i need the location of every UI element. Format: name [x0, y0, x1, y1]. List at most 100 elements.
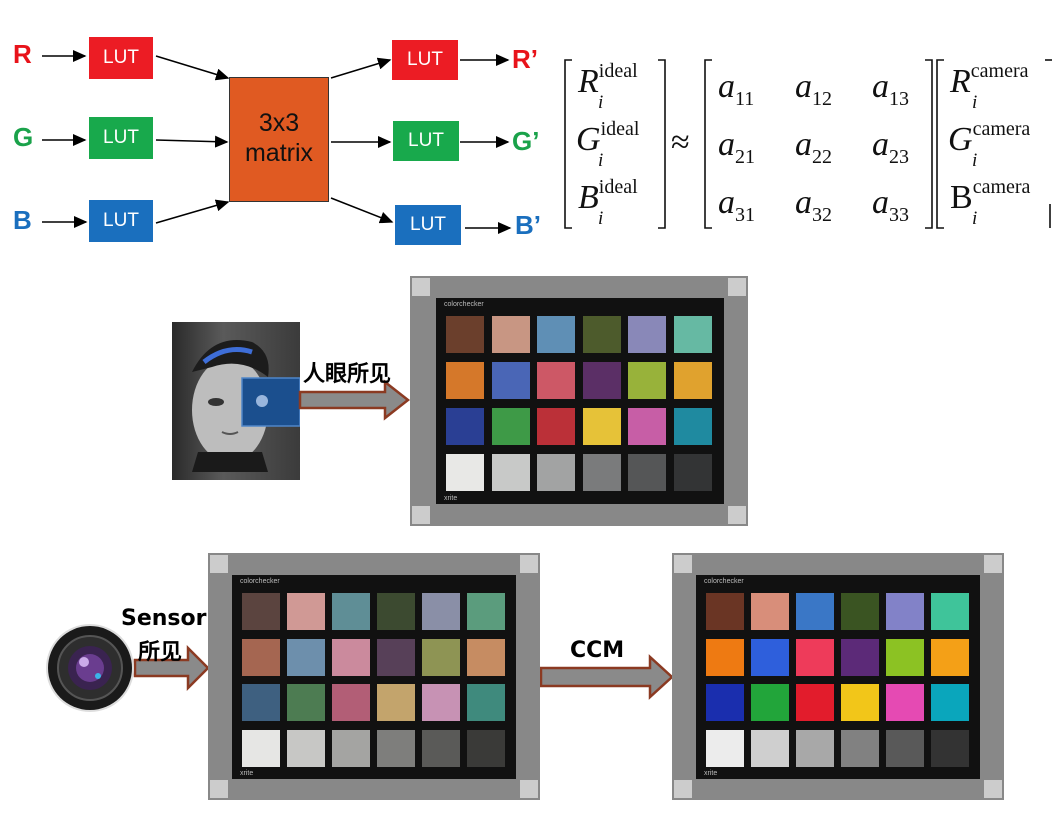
color-patch — [287, 593, 325, 630]
color-patch — [332, 593, 370, 630]
arrow-lut-g-matrix — [155, 135, 229, 148]
color-patch — [491, 316, 530, 353]
color-patch — [377, 638, 415, 676]
coef-a11: a11 — [718, 68, 755, 110]
color-patch — [467, 638, 505, 676]
eq-r-ideal-sub: i — [598, 92, 604, 113]
eq-r-camera: Rcamera — [950, 60, 1029, 100]
color-patch — [242, 593, 280, 630]
human-eye-caption: 人眼所见 — [303, 362, 392, 387]
corner-marker — [984, 555, 1002, 573]
color-patch — [931, 729, 969, 767]
corner-marker — [728, 278, 746, 296]
lut-in-g: LUT — [89, 117, 153, 159]
color-patch — [931, 593, 969, 630]
color-patch — [841, 593, 879, 630]
color-patch — [287, 638, 325, 676]
color-patch — [446, 408, 484, 445]
matrix-label-line2: matrix — [244, 139, 314, 167]
color-patch — [422, 593, 460, 630]
coef-a12: a12 — [795, 68, 832, 110]
color-patch — [467, 593, 505, 630]
color-patch — [332, 729, 370, 767]
checker-board: colorchecker xrite — [436, 298, 724, 504]
color-patch — [674, 362, 712, 399]
output-r-label: R’ — [512, 44, 538, 74]
camera-lens-photo — [46, 624, 134, 712]
color-patch — [751, 638, 789, 676]
arrow-lut-b-matrix — [155, 199, 230, 224]
corner-marker — [520, 555, 538, 573]
color-patch — [796, 593, 834, 630]
color-patch — [886, 593, 924, 630]
coef-a31: a31 — [718, 184, 755, 226]
color-patch — [491, 454, 530, 491]
matrix-block: 3x3 matrix — [229, 77, 329, 202]
lut-in-b: LUT — [89, 200, 153, 242]
color-patch — [422, 638, 460, 676]
color-patch — [886, 638, 924, 676]
eq-b-ideal: Bideal — [578, 176, 638, 216]
checker-brand: colorchecker — [704, 578, 744, 585]
color-patch — [287, 729, 325, 767]
color-patch — [796, 638, 834, 676]
color-patch — [287, 684, 325, 721]
color-patch — [628, 316, 667, 353]
eq-b-camera-sub: i — [972, 208, 978, 229]
color-patch — [446, 454, 484, 491]
input-r-label: R — [13, 39, 32, 69]
eq-g-camera-sub: i — [972, 150, 978, 171]
checker-logo: xrite — [444, 495, 458, 502]
color-patch — [242, 638, 280, 676]
color-patch — [422, 729, 460, 767]
lut-out-r: LUT — [392, 40, 458, 80]
color-patch — [931, 684, 969, 721]
color-patch — [582, 362, 621, 399]
color-patch — [242, 684, 280, 721]
eq-r-ideal: Rideal — [578, 60, 638, 100]
colorchecker-human-eye: colorchecker xrite — [410, 276, 748, 526]
sensor-caption-line1: Sensor — [121, 606, 207, 631]
color-patch — [886, 729, 924, 767]
face-illustration — [192, 340, 300, 472]
eq-g-ideal: Gideal — [576, 118, 640, 158]
corner-marker — [674, 780, 692, 798]
color-patch — [377, 684, 415, 721]
checker-board: colorchecker xrite — [232, 575, 516, 779]
eq-approx: ≈ — [671, 124, 690, 161]
color-patch — [446, 362, 484, 399]
pipeline-arrows — [42, 50, 512, 234]
corner-marker — [984, 780, 1002, 798]
coef-a23: a23 — [872, 126, 909, 168]
color-patch — [796, 729, 834, 767]
color-patch — [841, 684, 879, 721]
colorchecker-sensor: colorchecker xrite — [208, 553, 540, 800]
eq-b-ideal-sub: i — [598, 208, 604, 229]
color-patch — [467, 729, 505, 767]
matrix-label-line1: 3x3 — [258, 109, 300, 137]
color-patch — [628, 454, 667, 491]
color-patch — [377, 593, 415, 630]
color-patch — [628, 408, 667, 445]
color-patch — [242, 729, 280, 767]
color-patch — [377, 729, 415, 767]
color-patch — [931, 638, 969, 676]
color-patch — [491, 362, 530, 399]
color-patch — [332, 684, 370, 721]
eq-b-camera: Bcamera — [950, 176, 1031, 216]
color-patch — [467, 684, 505, 721]
color-patch — [674, 316, 712, 353]
output-b-label: B’ — [515, 210, 541, 240]
color-patch — [674, 408, 712, 445]
coef-a13: a13 — [872, 68, 909, 110]
color-patch — [706, 729, 744, 767]
color-patch — [537, 408, 576, 445]
ccm-arrow — [539, 654, 674, 700]
color-patch — [751, 593, 789, 630]
eq-r-camera-sub: i — [972, 92, 978, 113]
corner-marker — [210, 780, 228, 798]
color-patch — [628, 362, 667, 399]
corner-marker — [412, 278, 430, 296]
lut-out-g: LUT — [393, 121, 459, 161]
arrow-matrix-lut-b — [330, 197, 394, 224]
